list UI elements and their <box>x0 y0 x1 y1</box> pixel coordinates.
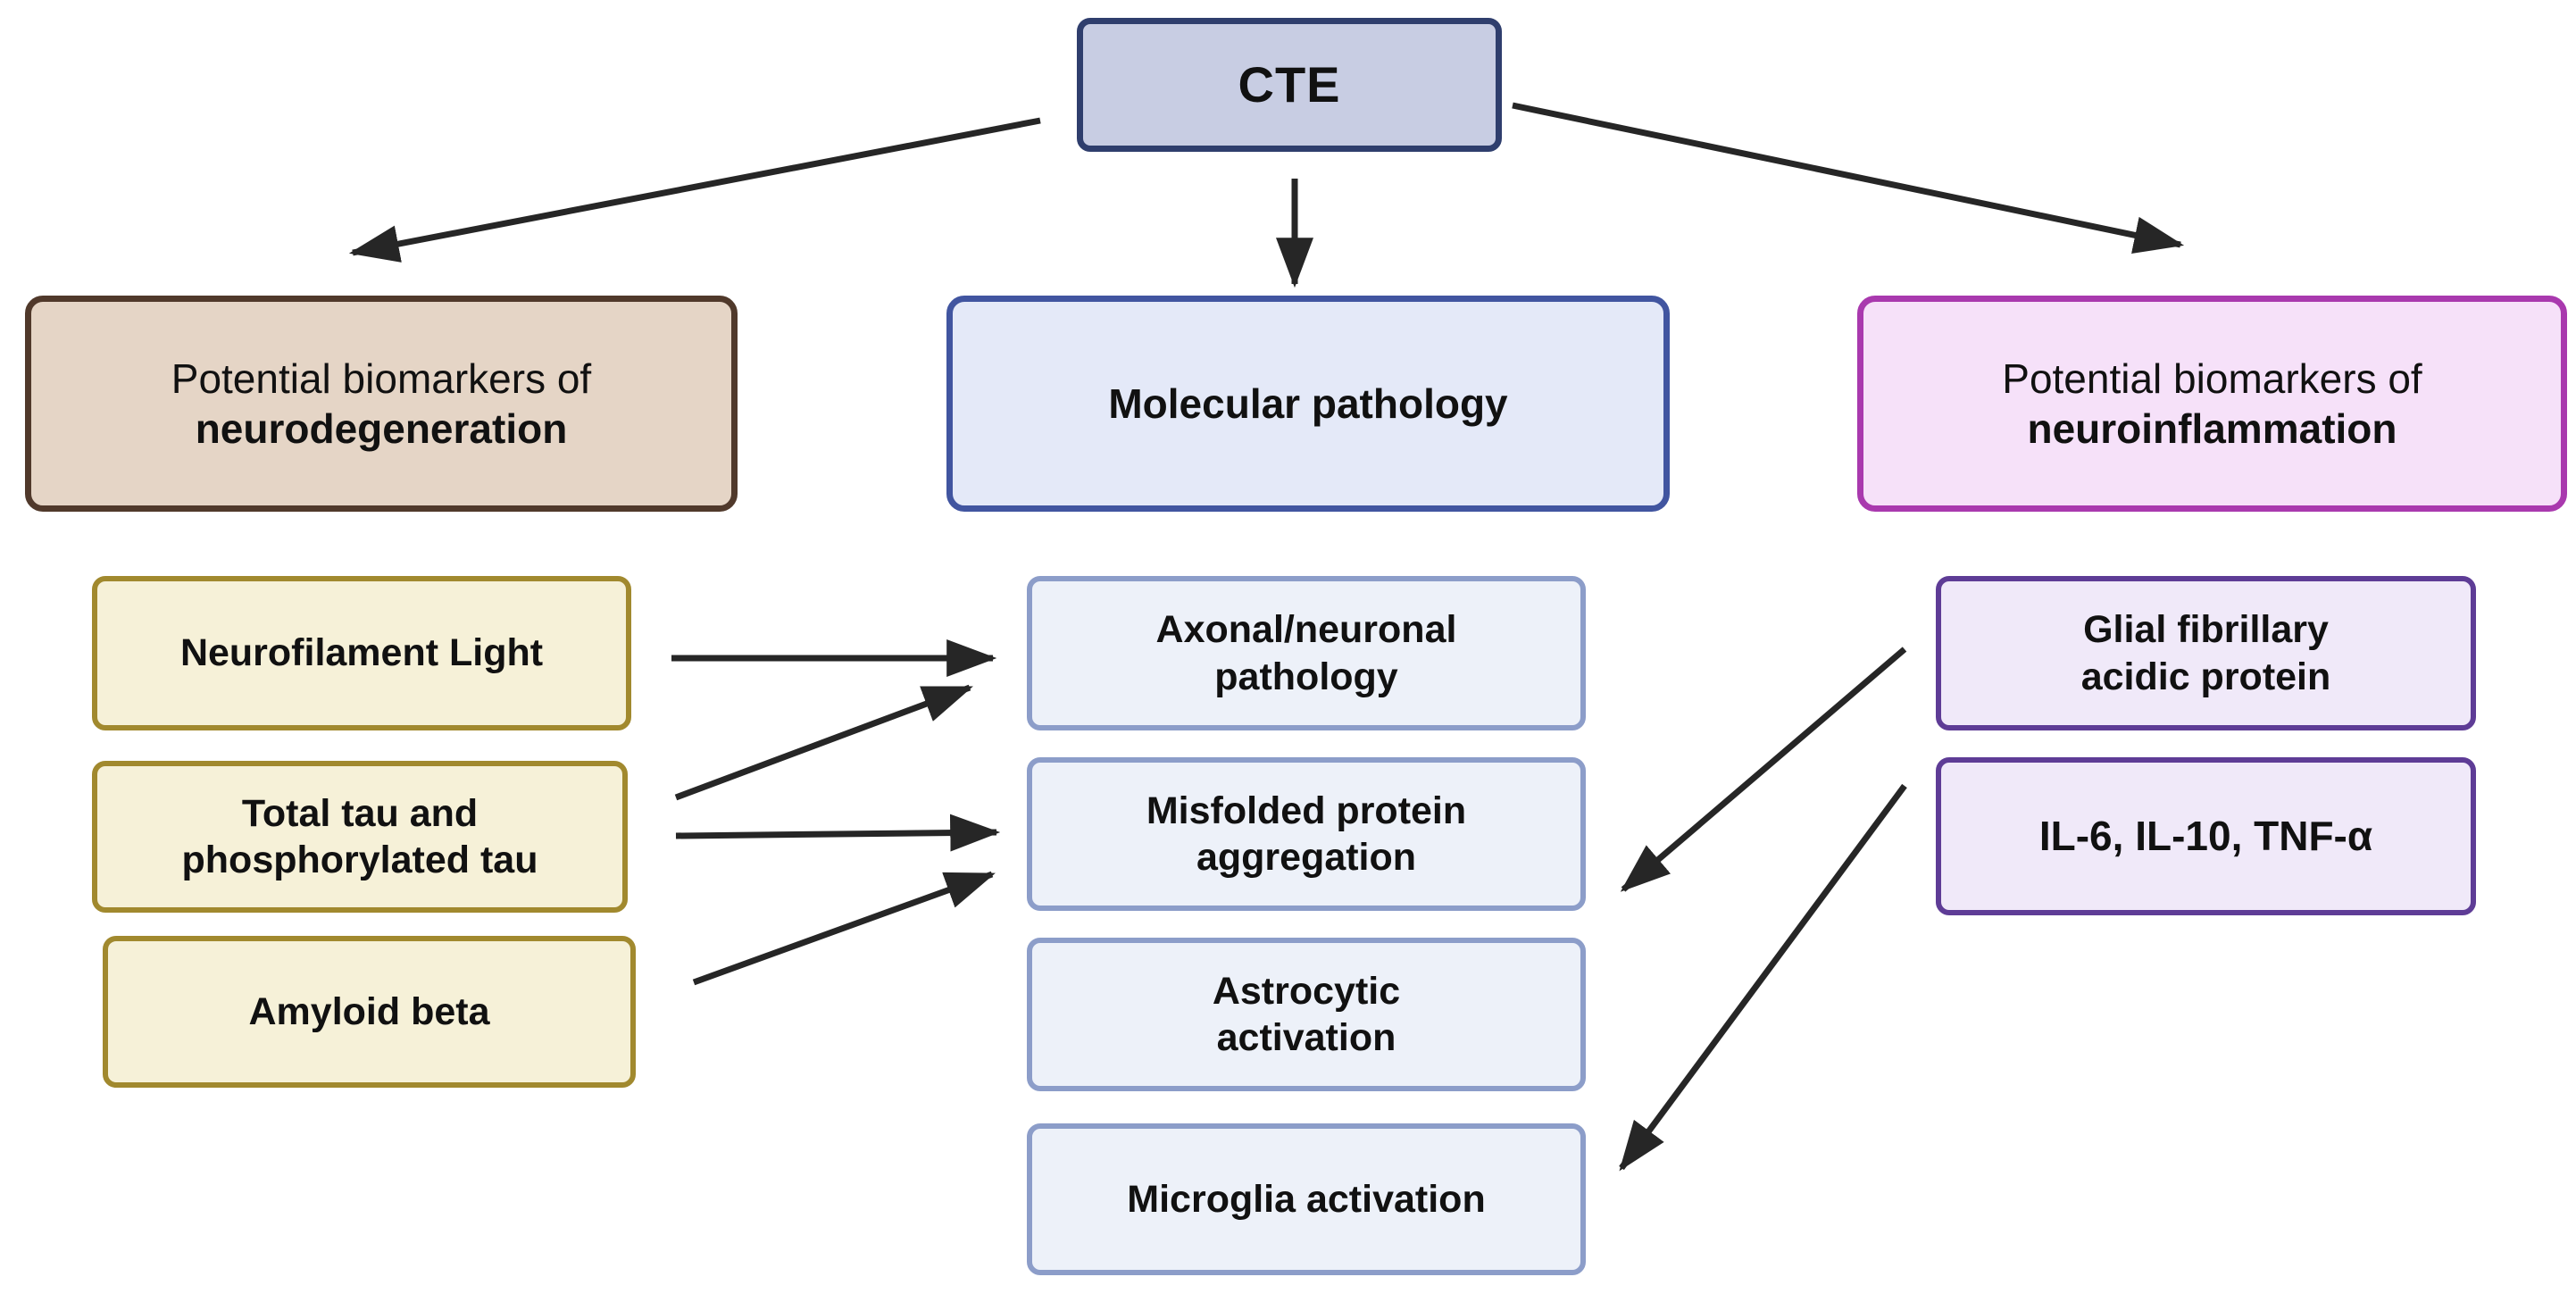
cte-label: CTE <box>1238 55 1341 113</box>
neuroinflammation-header-box: Potential biomarkers of neuroinflammatio… <box>1857 296 2567 512</box>
item-neurofilament-light: Neurofilament Light <box>92 576 631 730</box>
item-microglia-activation: Microglia activation <box>1027 1123 1586 1275</box>
molecular-pathology-header-label: Molecular pathology <box>1108 380 1508 427</box>
item-label: IL-6, IL-10, TNF-α <box>2038 813 2373 860</box>
arrow-cte-to-neurodegeneration-header <box>348 117 1041 263</box>
arrow-tau-to-misfolded <box>675 814 1001 852</box>
neuroinflammation-header-line2: neuroinflammation <box>2027 405 2397 452</box>
item-glial-fibrillary-acidic-protein: Glial fibrillary acidic protein <box>1936 576 2476 730</box>
arrow-gfap-to-astrocytic <box>1620 647 1907 892</box>
cte-box: CTE <box>1077 18 1502 152</box>
neurodegeneration-header-line2: neurodegeneration <box>195 405 568 452</box>
molecular-pathology-header-box: Molecular pathology <box>946 296 1670 512</box>
arrow-amyloid-to-misfolded <box>692 871 996 986</box>
neurodegeneration-header-line1: Potential biomarkers of <box>171 355 592 402</box>
item-total-tau-phosphorylated-tau: Total tau and phosphorylated tau <box>92 761 628 913</box>
item-amyloid-beta: Amyloid beta <box>103 936 636 1088</box>
item-il6-il10-tnf-alpha: IL-6, IL-10, TNF-α <box>1936 757 2476 915</box>
item-label: Axonal/neuronal pathology <box>1155 608 1457 698</box>
item-label: Misfolded protein aggregation <box>1146 789 1467 879</box>
neuroinflammation-header-line1: Potential biomarkers of <box>2002 355 2422 402</box>
item-label: Amyloid beta <box>248 989 490 1033</box>
item-misfolded-protein-aggregation: Misfolded protein aggregation <box>1027 757 1586 911</box>
arrow-cte-to-neuroinflammation-header <box>1512 102 2185 254</box>
arrow-tau-to-axonal <box>674 684 973 801</box>
item-axonal-neuronal-pathology: Axonal/neuronal pathology <box>1027 576 1586 730</box>
arrow-il6-to-microglia <box>1619 783 1907 1172</box>
item-label: Microglia activation <box>1127 1177 1486 1221</box>
neurodegeneration-header-box: Potential biomarkers of neurodegeneratio… <box>25 296 738 512</box>
item-label: Glial fibrillary acidic protein <box>2080 608 2331 698</box>
item-label: Neurofilament Light <box>179 631 544 675</box>
item-astrocytic-activation: Astrocytic activation <box>1027 938 1586 1091</box>
item-label: Astrocytic activation <box>1212 969 1401 1059</box>
item-label: Total tau and phosphorylated tau <box>181 791 538 881</box>
